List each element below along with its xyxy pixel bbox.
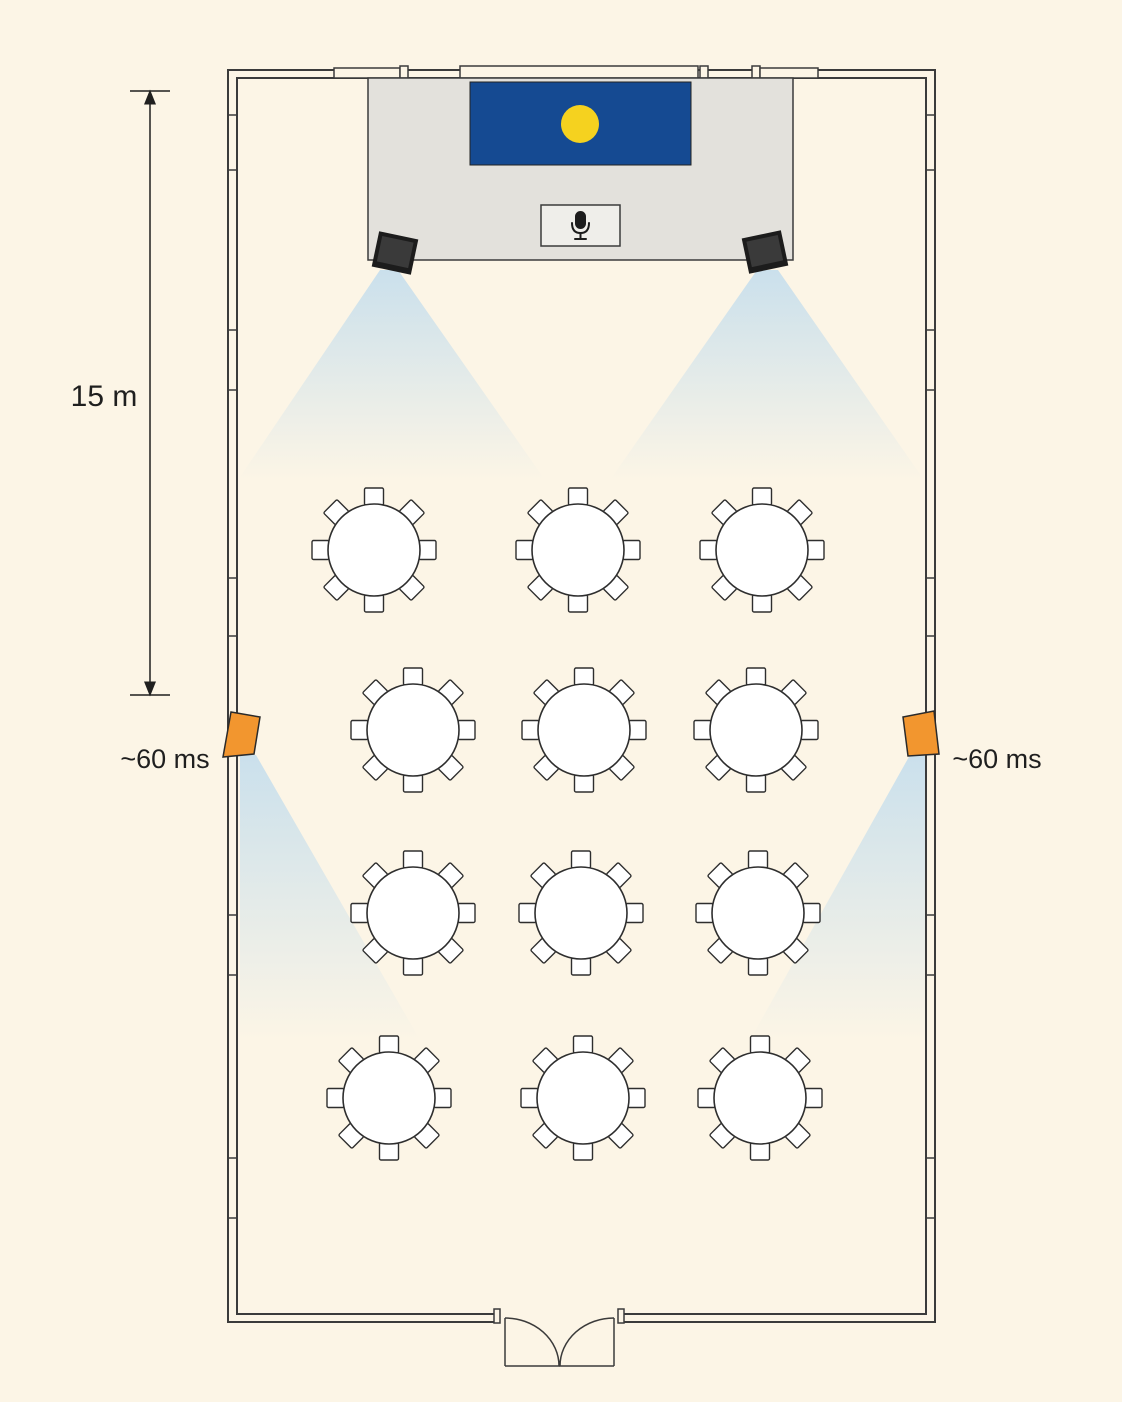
table-top [536,1051,630,1145]
chair [402,850,424,869]
chair [570,850,592,869]
microphone-icon [571,211,590,240]
delay-label-left: ~60 ms [120,744,209,774]
coverage-delay-left [240,755,420,1040]
chair [747,957,769,976]
chair [521,719,540,741]
round-table [326,1035,452,1161]
delay-speaker-right [902,710,940,757]
chair [697,1087,716,1109]
chair [567,594,589,613]
chair [573,667,595,686]
round-table [350,850,476,976]
main-speaker-left [371,231,419,275]
chair [515,539,534,561]
chair [402,957,424,976]
delay-speakers [222,710,940,758]
round-table [695,850,821,976]
chair [804,1087,823,1109]
round-table [520,1035,646,1161]
chair [418,539,437,561]
chair [457,719,476,741]
table-top [713,1051,807,1145]
chair [402,774,424,793]
dimension-line [130,89,170,697]
table-top [709,683,803,777]
stage [367,77,794,275]
table-top [327,503,421,597]
chair [751,594,773,613]
chair [433,1087,452,1109]
delay-label-right: ~60 ms [952,744,1041,774]
chair [747,850,769,869]
chair [378,1035,400,1054]
chair [567,487,589,506]
chair [699,539,718,561]
chair [806,539,825,561]
chair [326,1087,345,1109]
chair [572,1035,594,1054]
table-top [366,866,460,960]
round-table [518,850,644,976]
chair [311,539,330,561]
chair [628,719,647,741]
chair [573,774,595,793]
chair [749,1035,771,1054]
round-table [521,667,647,793]
round-table [699,487,825,613]
chair [570,957,592,976]
chair [363,594,385,613]
seating-tables [311,487,825,1161]
round-table [311,487,437,613]
chair [800,719,819,741]
table-top [342,1051,436,1145]
chair [457,902,476,924]
chair [745,667,767,686]
chair [520,1087,539,1109]
chair [350,719,369,741]
table-top [534,866,628,960]
table-top [531,503,625,597]
round-table [693,667,819,793]
coverage-zones [238,270,926,1040]
chair [693,719,712,741]
coverage-main-right [610,270,924,480]
chair [802,902,821,924]
round-table [515,487,641,613]
delay-speaker-left [222,711,261,758]
dimension-label: 15 m [71,380,138,413]
chair [350,902,369,924]
chair [627,1087,646,1109]
table-top [711,866,805,960]
chair [572,1142,594,1161]
screen-spot [561,105,599,143]
coverage-delay-right [750,755,926,1040]
chair [751,487,773,506]
chair [749,1142,771,1161]
table-top [537,683,631,777]
coverage-main-left [238,270,545,480]
chair [363,487,385,506]
chair [625,902,644,924]
round-table [697,1035,823,1161]
chair [695,902,714,924]
chair [518,902,537,924]
table-top [366,683,460,777]
double-door-icon [493,1308,625,1367]
chair [622,539,641,561]
chair [745,774,767,793]
main-speaker-right [741,230,789,274]
chair [402,667,424,686]
round-table [350,667,476,793]
table-top [715,503,809,597]
chair [378,1142,400,1161]
